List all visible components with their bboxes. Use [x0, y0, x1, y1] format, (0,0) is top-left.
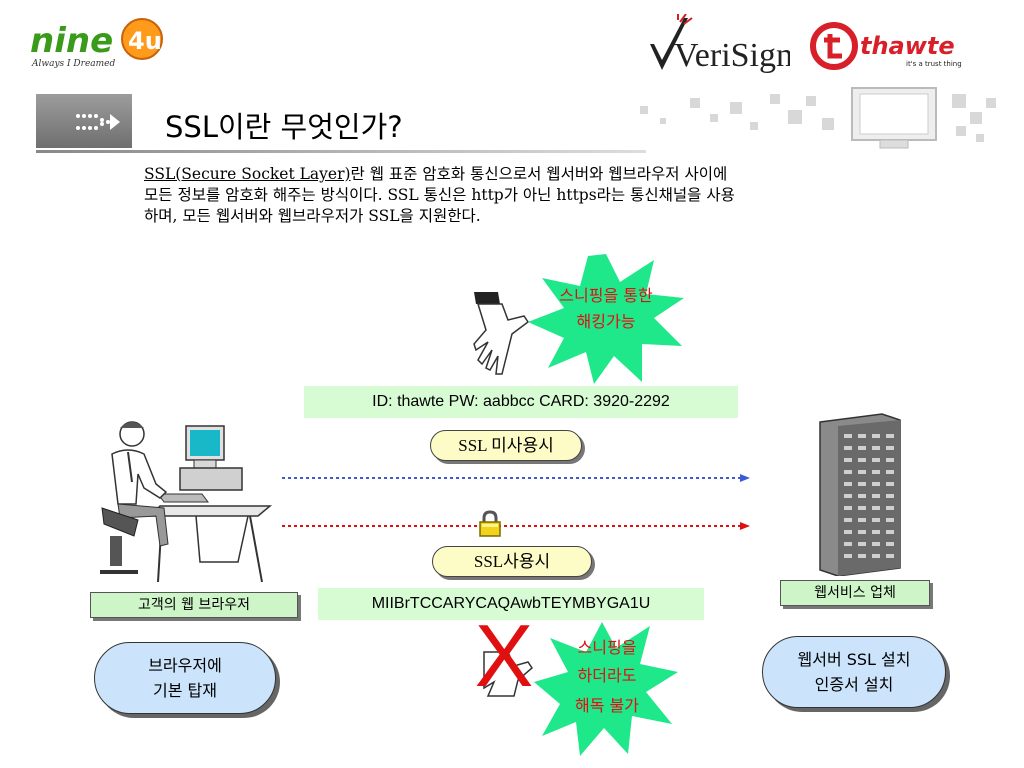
nine4u-wordmark: nine [30, 21, 113, 61]
intro-paragraph: SSL(Secure Socket Layer)란 웹 표준 암호화 통신으로서… [144, 164, 954, 227]
sniff-bottom-line-2: 하더라도 [577, 666, 637, 685]
arrow-dots-icon [76, 114, 120, 130]
sniffing-warning-starburst-top [528, 254, 684, 384]
ssl-term-link[interactable]: SSL(Secure Socket Layer) [144, 165, 351, 183]
ssl-arrowhead-icon [740, 522, 750, 530]
sniffing-warning-starburst-bottom [534, 622, 678, 756]
nine4u-logo: nine 4u Always I Dreamed [30, 18, 163, 69]
thawte-ring-icon [810, 22, 858, 70]
sniff-bottom-line-1: 스니핑을 [577, 638, 637, 657]
thawte-wordmark: thawte [860, 32, 955, 60]
plain-arrowhead-icon [740, 474, 750, 482]
client-note-oval: 브라우저에 기본 탑재 [94, 642, 276, 714]
verisign-wordmark: VeriSign [674, 37, 790, 74]
server-note-oval: 웹서버 SSL 설치 인증서 설치 [762, 636, 946, 708]
web-server-icon [819, 413, 901, 576]
monitor-icon [851, 87, 937, 149]
intro-line-1: SSL(Secure Socket Layer)란 웹 표준 암호화 통신으로서… [144, 164, 954, 185]
nine4u-circle-text: 4u [128, 27, 162, 55]
verisign-spark-icon [677, 14, 693, 25]
client-note-line-1: 브라우저에 [148, 656, 222, 675]
web-service-tag: 웹서비스 업체 [780, 580, 930, 606]
intro-line-2: 모든 정보를 암호화 해주는 방식이다. SSL 통신은 http가 아닌 ht… [144, 186, 735, 204]
sniff-bottom-line-3: 해독 불가 [575, 696, 639, 715]
computer-user-icon [100, 421, 273, 583]
server-note-line-2: 인증서 설치 [814, 675, 894, 694]
verisign-logo: VeriSign [650, 14, 790, 74]
connection-arrows [282, 474, 750, 530]
client-browser-tag: 고객의 웹 브라우저 [90, 592, 298, 618]
padlock-icon [479, 510, 501, 537]
page-title: SSL이란 무엇인가? [165, 110, 403, 144]
intro-line-1-rest: 란 웹 표준 암호화 통신으로서 웹서버와 웹브라우저 사이에 [350, 165, 728, 183]
ssl-used-pill: SSL사용시 [432, 546, 592, 577]
verisign-check-icon [650, 18, 688, 70]
blocked-sniffing-hand-icon [483, 651, 533, 697]
blocked-cross-icon: X [474, 606, 534, 705]
title-underline [36, 150, 646, 153]
nine4u-circle [121, 18, 163, 60]
thawte-logo: thawte it's a trust thing [810, 22, 962, 70]
intro-line-3: 하며, 모든 웹서버와 웹브라우저가 SSL을 지원한다. [144, 207, 481, 225]
title-decor-pattern [640, 87, 996, 149]
sniff-top-line-2: 해킹가능 [576, 312, 636, 331]
sniff-top-line-1: 스니핑을 통한 [559, 286, 653, 305]
encrypted-data-box: MIIBrTCCARYCAQAwbTEYMBYGA1U [318, 588, 704, 620]
no-ssl-pill: SSL 미사용시 [430, 430, 582, 461]
nine4u-tagline: Always I Dreamed [31, 59, 115, 69]
client-note-line-2: 기본 탑재 [153, 681, 217, 700]
thawte-tagline: it's a trust thing [906, 60, 962, 68]
pc-monitor-icon [157, 425, 243, 503]
sniffing-hand-icon [473, 292, 530, 375]
server-note-line-1: 웹서버 SSL 설치 [797, 650, 911, 669]
person-icon [100, 421, 169, 574]
desk [148, 505, 273, 583]
plain-data-box: ID: thawte PW: aabbcc CARD: 3920-2292 [304, 386, 738, 418]
